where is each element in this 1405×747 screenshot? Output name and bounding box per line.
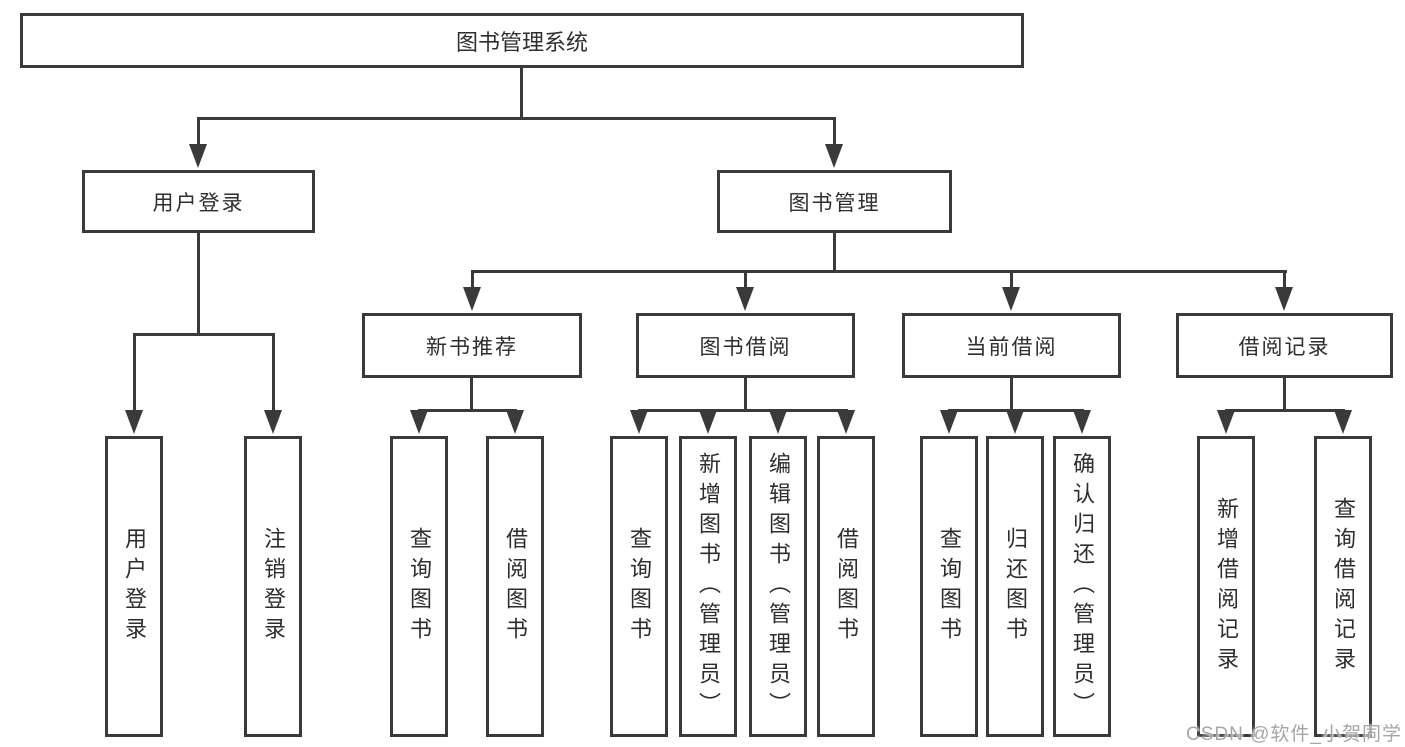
- node-root-label: 图书管理系统: [455, 29, 588, 55]
- leaf-edit-books-admin: 编辑图书（管理员）: [749, 436, 807, 737]
- leaf-newbooks-query-books-label: 查询图书: [407, 526, 432, 647]
- arrowhead-icon: [736, 287, 754, 311]
- connector-root-branch: [197, 117, 836, 120]
- connector-user-login-branch: [133, 333, 275, 336]
- connector-shaft: [197, 117, 200, 147]
- arrowhead-icon: [264, 410, 282, 434]
- leaf-query-borrow-record-label: 查询借阅记录: [1331, 496, 1356, 677]
- node-book-borrow: 图书借阅: [636, 313, 855, 378]
- csdn-watermark: CSDN @软件_小贺同学: [1186, 724, 1402, 745]
- connector-root-stem: [520, 68, 523, 118]
- leaf-edit-books-admin-label: 编辑图书（管理员）: [766, 451, 791, 722]
- connector-borrow-records-branch: [1225, 409, 1345, 412]
- leaf-return-books: 归还图书: [986, 436, 1044, 737]
- leaf-query-borrow-record: 查询借阅记录: [1314, 436, 1372, 737]
- connector-book-borrow-branch: [638, 409, 848, 412]
- arrowhead-icon: [825, 144, 843, 168]
- leaf-current-query-books: 查询图书: [920, 436, 978, 737]
- node-root: 图书管理系统: [20, 13, 1024, 68]
- connector-user-login-stem: [197, 233, 200, 336]
- connector-current-borrow-stem: [1010, 378, 1013, 412]
- leaf-borrow-query-books: 查询图书: [610, 436, 668, 737]
- node-borrow-records: 借阅记录: [1176, 313, 1393, 378]
- leaf-add-borrow-record: 新增借阅记录: [1197, 436, 1255, 737]
- leaf-current-query-books-label: 查询图书: [937, 526, 962, 647]
- arrowhead-icon: [630, 410, 648, 434]
- leaf-add-books-admin-label: 新增图书（管理员）: [696, 451, 721, 722]
- arrowhead-icon: [699, 410, 717, 434]
- node-borrow-records-label: 借阅记录: [1238, 335, 1331, 359]
- leaf-logout: 注销登录: [244, 436, 302, 737]
- node-user-login: 用户登录: [82, 170, 315, 233]
- arrowhead-icon: [189, 144, 207, 168]
- leaf-newbooks-borrow-books: 借阅图书: [486, 436, 544, 737]
- arrowhead-icon: [463, 287, 481, 311]
- node-current-borrow-label: 当前借阅: [965, 335, 1058, 359]
- connector-book-mgmt-stem: [833, 233, 836, 273]
- leaf-borrow-borrow-books: 借阅图书: [817, 436, 875, 737]
- arrowhead-icon: [837, 410, 855, 434]
- leaf-add-books-admin: 新增图书（管理员）: [679, 436, 737, 737]
- node-book-mgmt-label: 图书管理: [788, 191, 881, 215]
- leaf-add-borrow-record-label: 新增借阅记录: [1214, 496, 1239, 677]
- leaf-user-login: 用户登录: [105, 436, 163, 737]
- leaf-newbooks-query-books: 查询图书: [390, 436, 448, 737]
- leaf-return-books-label: 归还图书: [1003, 526, 1028, 647]
- arrowhead-icon: [940, 410, 958, 434]
- connector-shaft: [133, 333, 136, 412]
- arrowhead-icon: [1073, 410, 1091, 434]
- connector-shaft: [1010, 270, 1013, 290]
- leaf-logout-label: 注销登录: [261, 526, 286, 647]
- arrowhead-icon: [1334, 410, 1352, 434]
- arrowhead-icon: [410, 410, 428, 434]
- leaf-newbooks-borrow-books-label: 借阅图书: [503, 526, 528, 647]
- connector-shaft: [744, 270, 747, 290]
- leaf-borrow-query-books-label: 查询图书: [627, 526, 652, 647]
- connector-book-mgmt-branch: [471, 270, 1287, 273]
- arrowhead-icon: [769, 410, 787, 434]
- connector-shaft: [272, 333, 275, 412]
- node-new-books: 新书推荐: [362, 313, 582, 378]
- connector-shaft: [833, 117, 836, 147]
- connector-new-books-branch: [418, 409, 517, 412]
- leaf-confirm-return-admin: 确认归还（管理员）: [1053, 436, 1111, 737]
- node-current-borrow: 当前借阅: [902, 313, 1121, 378]
- arrowhead-icon: [1002, 287, 1020, 311]
- connector-borrow-records-stem: [1283, 378, 1286, 412]
- arrowhead-icon: [506, 410, 524, 434]
- connector-new-books-stem: [470, 378, 473, 412]
- connector-shaft: [471, 270, 474, 290]
- leaf-user-login-label: 用户登录: [122, 526, 147, 647]
- arrowhead-icon: [125, 410, 143, 434]
- arrowhead-icon: [1006, 410, 1024, 434]
- node-book-borrow-label: 图书借阅: [699, 335, 792, 359]
- leaf-confirm-return-admin-label: 确认归还（管理员）: [1070, 451, 1095, 722]
- node-book-mgmt: 图书管理: [717, 170, 952, 233]
- connector-book-borrow-stem: [744, 378, 747, 412]
- node-new-books-label: 新书推荐: [426, 335, 518, 359]
- leaf-borrow-borrow-books-label: 借阅图书: [834, 526, 859, 647]
- node-user-login-label: 用户登录: [152, 191, 245, 215]
- arrowhead-icon: [1217, 410, 1235, 434]
- connector-shaft: [1283, 270, 1286, 290]
- arrowhead-icon: [1275, 287, 1293, 311]
